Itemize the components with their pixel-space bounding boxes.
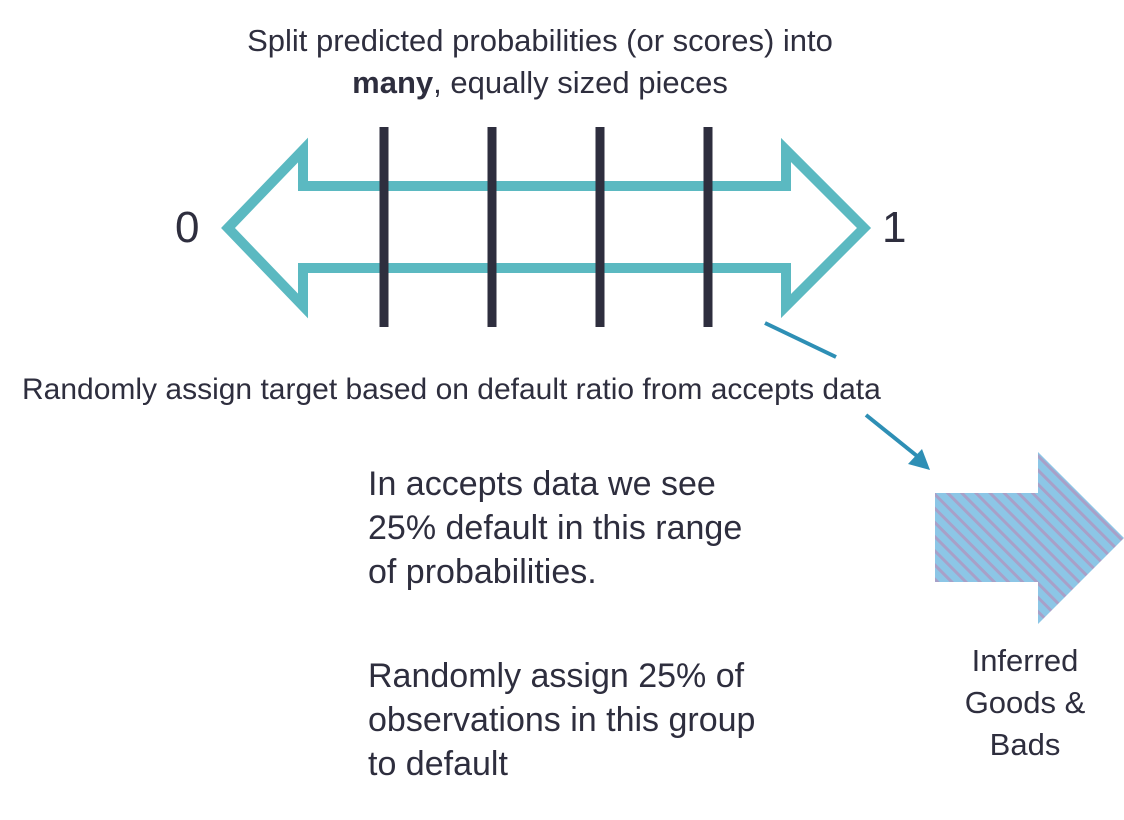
explanation-line: In accepts data we see xyxy=(368,465,716,503)
explanation-line: Randomly assign 25% of xyxy=(368,657,745,695)
inferred-line: Goods & xyxy=(964,685,1086,720)
title-line-1: Split predicted probabilities (or scores… xyxy=(247,23,833,58)
assign-instruction: Randomly assign target based on default … xyxy=(22,373,881,406)
double-arrow-outline xyxy=(221,137,872,319)
title-line-2: many, equally sized pieces xyxy=(150,62,930,104)
title-line-2-rest: , equally sized pieces xyxy=(433,65,728,100)
explanation-paragraph-2: Randomly assign 25% of observations in t… xyxy=(368,654,848,786)
connector-arrowhead-icon xyxy=(908,449,930,470)
explanation-line: to default xyxy=(368,745,508,783)
inferred-output-arrow xyxy=(935,452,1124,624)
axis-min-label: 0 xyxy=(175,203,200,252)
connector-segment-lower xyxy=(864,413,919,458)
inferred-line: Bads xyxy=(989,727,1061,762)
connector-segment-upper xyxy=(764,321,837,359)
explanation-line: observations in this group xyxy=(368,701,756,739)
explanation-line: 25% default in this range xyxy=(368,509,743,547)
inferred-label: Inferred Goods & Bads xyxy=(940,640,1110,766)
diagram-title: Split predicted probabilities (or scores… xyxy=(150,20,930,104)
axis-max-label: 1 xyxy=(882,203,907,252)
inferred-line: Inferred xyxy=(971,643,1079,678)
title-emphasis: many xyxy=(352,65,434,100)
explanation-paragraph-1: In accepts data we see 25% default in th… xyxy=(368,462,848,594)
explanation-line: of probabilities. xyxy=(368,553,597,591)
